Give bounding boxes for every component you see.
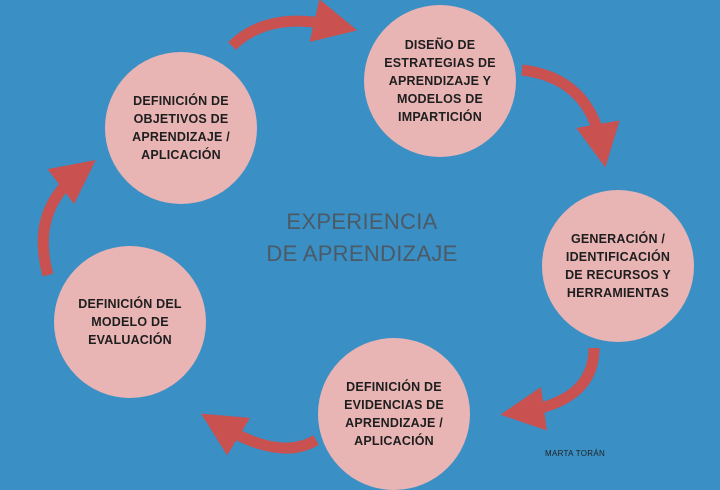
node-objetivos-label: DEFINICIÓN DE OBJETIVOS DE APRENDIZAJE /… — [132, 94, 230, 162]
arrow-estrategias-to-recursos — [521, 64, 620, 168]
node-evidencias: DEFINICIÓN DE EVIDENCIAS DE APRENDIZAJE … — [318, 338, 470, 490]
node-evaluacion-label: DEFINICIÓN DEL MODELO DE EVALUACIÓN — [78, 297, 182, 347]
node-estrategias: DISEÑO DE ESTRATEGIAS DE APRENDIZAJE Y M… — [364, 5, 516, 157]
node-estrategias-label: DISEÑO DE ESTRATEGIAS DE APRENDIZAJE Y M… — [384, 38, 496, 124]
node-recursos-label: GENERACIÓN / IDENTIFICACIÓN DE RECURSOS … — [565, 232, 671, 300]
cycle-diagram: DEFINICIÓN DE OBJETIVOS DE APRENDIZAJE /… — [37, 0, 694, 490]
center-title: EXPERIENCIA DE APRENDIZAJE — [266, 209, 458, 266]
author-credit: MARTA TORÁN — [545, 449, 606, 458]
arrow-objetivos-to-estrategias — [228, 0, 358, 51]
node-evidencias-label: DEFINICIÓN DE EVIDENCIAS DE APRENDIZAJE … — [344, 380, 444, 448]
arrows-layer — [37, 0, 620, 456]
node-recursos: GENERACIÓN / IDENTIFICACIÓN DE RECURSOS … — [542, 190, 694, 342]
arrow-recursos-to-evidencias — [500, 347, 600, 431]
arrow-evaluacion-to-objetivos — [37, 160, 96, 277]
node-objetivos: DEFINICIÓN DE OBJETIVOS DE APRENDIZAJE /… — [105, 52, 257, 204]
arrow-evidencias-to-evaluacion — [201, 413, 319, 456]
node-evaluacion: DEFINICIÓN DEL MODELO DE EVALUACIÓN — [54, 246, 206, 398]
